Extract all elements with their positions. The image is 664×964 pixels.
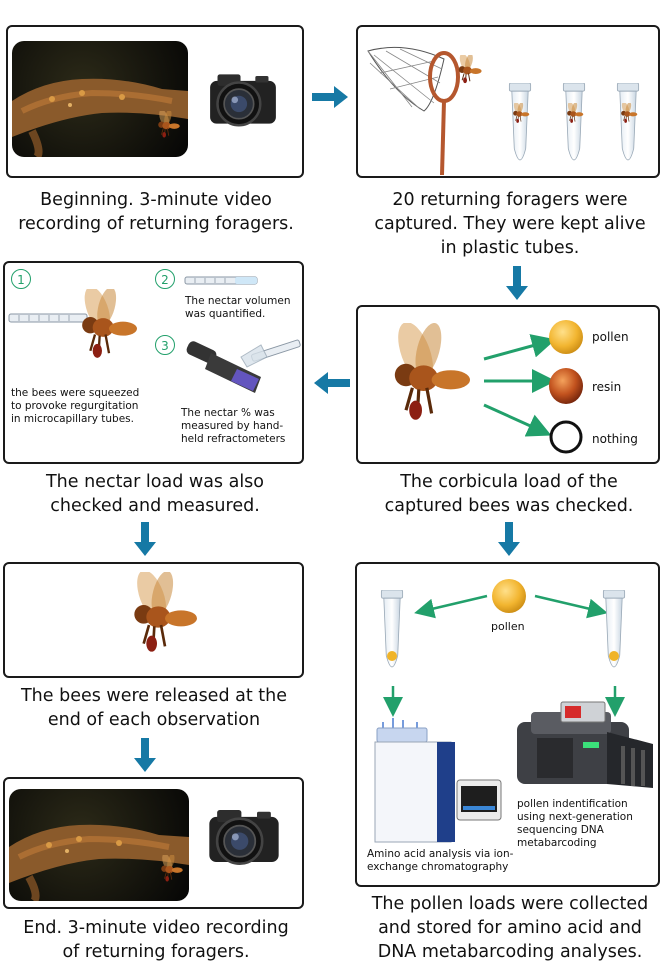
beginning-panel	[6, 25, 304, 178]
flow-arrow-down-3	[498, 522, 520, 556]
pollen-label: pollen	[592, 330, 629, 344]
nectar-panel: 1 2 3 The nectar volumen was quantified.…	[3, 261, 304, 464]
bee-nectar-icon	[78, 289, 137, 360]
bee-corbicula-icon	[389, 323, 470, 422]
tube-icon-2	[562, 83, 586, 161]
released-caption: The bees were released at the end of eac…	[20, 686, 287, 730]
flow-arrow-down-1	[506, 266, 528, 300]
step-3-badge: 3	[155, 335, 175, 355]
nectar-caption: The nectar load was also checked and mea…	[45, 472, 265, 516]
flow-arrow-left	[314, 372, 350, 394]
capture-panel	[356, 25, 660, 178]
resin-label: resin	[592, 380, 622, 394]
nothing-label: nothing	[592, 432, 638, 446]
corbicula-panel: pollen resin nothing	[356, 305, 660, 464]
green-arrows	[483, 334, 556, 437]
camera-icon-end	[205, 801, 283, 871]
capillary-tube-icon-2	[184, 276, 258, 285]
pollen-tube-right	[602, 590, 626, 668]
refractometer-icon	[186, 339, 301, 393]
video-frame-image-end	[9, 789, 189, 901]
tube-icon-3	[616, 83, 640, 161]
corbicula-caption: The corbicula load of the captured bees …	[384, 472, 634, 516]
green-down-arrows	[383, 686, 625, 717]
camera-icon	[206, 65, 280, 133]
pollen-ball-icon	[549, 320, 583, 354]
video-frame-image	[12, 41, 188, 157]
resin-ball-icon	[549, 368, 583, 404]
step-2-badge: 2	[155, 269, 175, 289]
flow-arrow-down-4	[134, 738, 156, 772]
amino-text: Amino acid analysis via ion-exchange chr…	[367, 848, 514, 873]
dna-text: pollen indentification using next-genera…	[517, 798, 633, 849]
captured-caption: 20 returning foragers were captured. The…	[374, 190, 646, 258]
insect-net-icon	[367, 46, 482, 176]
dna-sequencer-icon	[517, 701, 653, 788]
end-panel	[3, 777, 304, 909]
empty-circle-icon	[549, 420, 583, 454]
flow-arrow-down-2	[134, 522, 156, 556]
step-2-text: The nectar volumen was quantified.	[185, 295, 291, 320]
flow-arrow-right	[312, 86, 348, 108]
pollen-ball-icon-2	[492, 579, 526, 613]
beginning-caption: Beginning. 3-minute video recording of r…	[18, 190, 294, 234]
analysis-panel: pollen pollen indentification using next…	[355, 562, 660, 887]
step-1-badge: 1	[11, 269, 31, 289]
step-1-text: the bees were squeezed to provoke regurg…	[11, 387, 140, 425]
pollen-analysis-label: pollen	[491, 620, 525, 633]
green-split-arrows	[414, 594, 608, 619]
step-3-text: The nectar % was measured by hand-held r…	[181, 407, 286, 445]
pollen-tube-left	[380, 590, 404, 668]
released-bee-icon	[129, 572, 197, 654]
capillary-tube-icon	[8, 313, 88, 323]
tube-icon-1	[508, 83, 532, 161]
chromatography-instrument-icon	[374, 718, 502, 843]
pollen-loads-caption: The pollen loads were collected and stor…	[371, 894, 649, 962]
end-caption: End. 3-minute video recording of returni…	[23, 918, 289, 962]
released-panel	[3, 562, 304, 678]
